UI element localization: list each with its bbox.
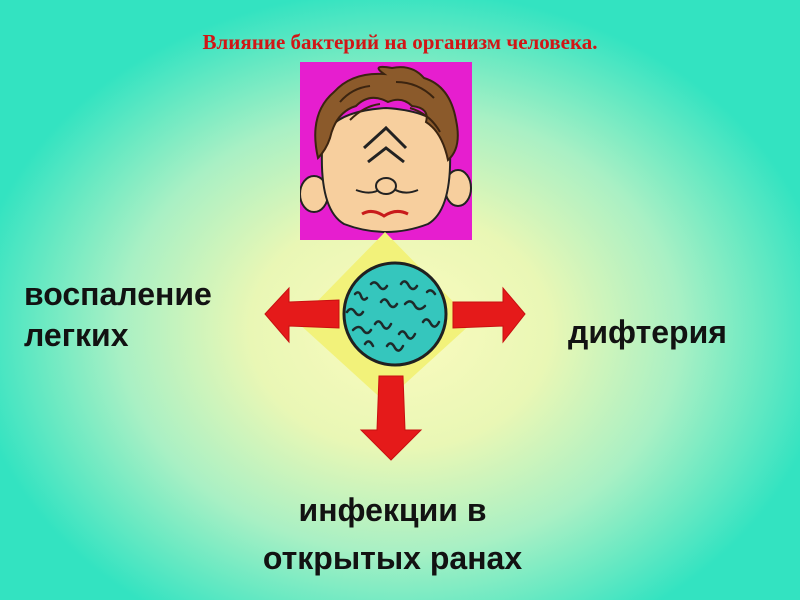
slide-title: Влияние бактерий на организм человека. <box>202 30 598 54</box>
label-pneumonia-line2: легких <box>24 317 129 353</box>
bacteria-petri-dish-icon <box>342 261 448 367</box>
label-wound-infection-line2: открытых ранах <box>262 540 523 576</box>
sick-face-icon <box>300 62 472 240</box>
label-diphtheria: дифтерия <box>568 314 727 350</box>
label-pneumonia-line1: воспаление <box>24 276 212 312</box>
label-wound-infection: инфекции в открытых ранах <box>220 486 565 582</box>
diagram <box>264 232 526 461</box>
label-wound-infection-line1: инфекции в <box>298 492 487 528</box>
arrow-down <box>359 375 423 461</box>
arrow-left <box>264 286 340 344</box>
label-pneumonia: воспаление легких <box>24 274 212 356</box>
arrow-right <box>452 286 526 344</box>
